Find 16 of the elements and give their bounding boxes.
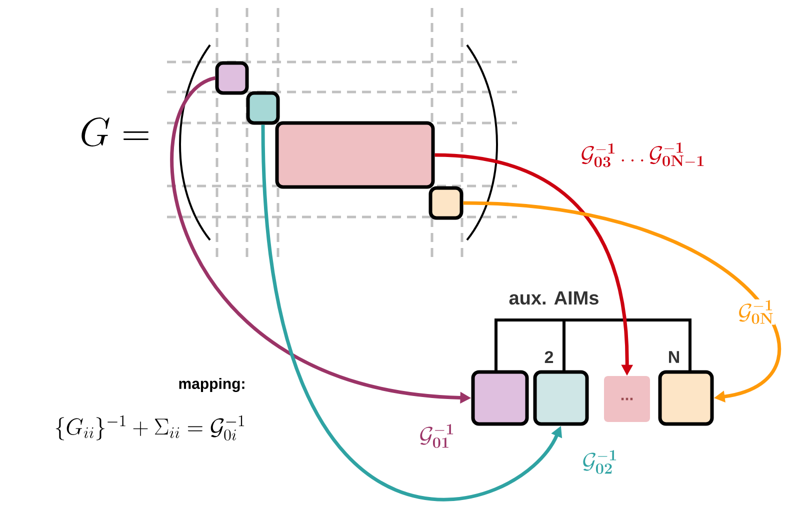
block-square bbox=[275, 121, 435, 189]
block-square bbox=[658, 370, 714, 426]
block-square bbox=[533, 370, 589, 426]
matrix-symbol: $G =$ bbox=[82, 118, 149, 147]
edge-label: $\mathcal{G}_{\mathbf{02}}^{\mathbf{-1}}$ bbox=[583, 450, 616, 474]
caption-text: mapping: bbox=[179, 378, 244, 392]
block-square bbox=[471, 370, 529, 426]
arrow bbox=[463, 201, 780, 402]
edge-label: $\mathcal{G}_{\mathbf{0N}}^{\mathbf{-1}}$ bbox=[739, 300, 773, 324]
edge-label: $\mathcal{G}_{\mathbf{01}}^{\mathbf{-1}}$ bbox=[420, 424, 454, 448]
box-number: 2 bbox=[544, 351, 554, 363]
mapping-formula: $\{G_{ii}\}^{-1}+\Sigma_{ii}=\mathcal{G}_{0i}^{-1}$ bbox=[56, 415, 244, 441]
group-title: aux. AIMs bbox=[509, 291, 598, 305]
ellipsis-box: ... bbox=[604, 376, 650, 422]
edge-label: $\mathcal{G}_{\mathbf{03}}^{\mathbf{-1}}\ldots\mathcal{G}_{\mathbf{0N-1}}^{\mathbf{-1}}$ bbox=[582, 142, 704, 168]
box-number: N bbox=[669, 351, 679, 363]
